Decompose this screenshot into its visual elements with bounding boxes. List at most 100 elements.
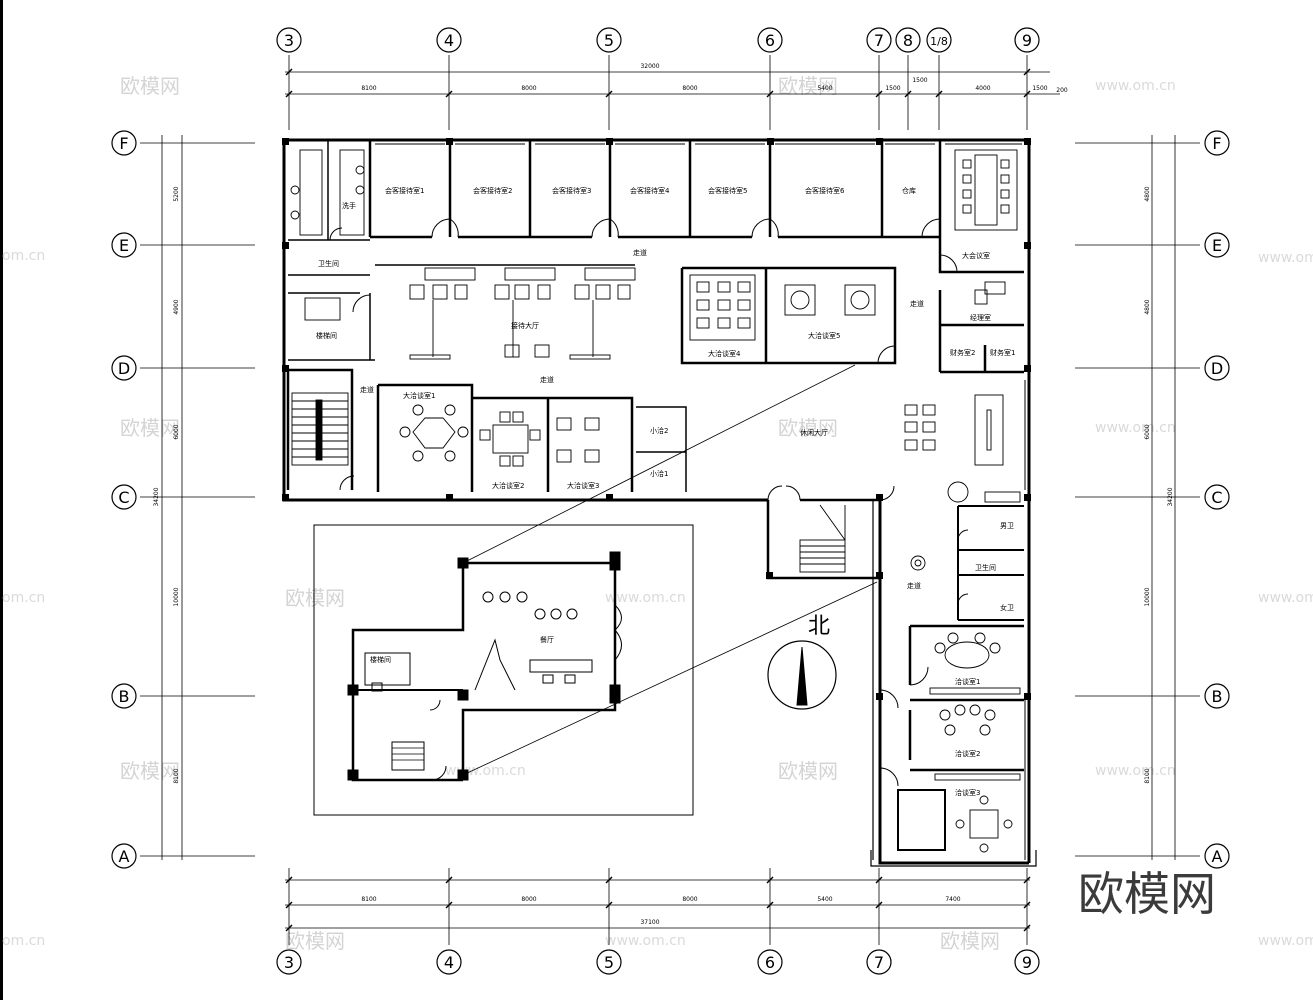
room-office4: 会客接待室4 [630, 186, 670, 195]
grid-row-C-right: C [1204, 484, 1230, 510]
watermarks: 欧模网 欧模网 www.om.cn www.om.cn om.cn 欧模网 欧模… [2, 74, 1313, 953]
room-discussion2: 洽谈室2 [955, 749, 980, 758]
dimension-texts: 32000 8100 8000 8000 5400 1500 1500 4000… [153, 63, 1174, 926]
svg-text:9: 9 [1022, 31, 1032, 50]
room-corridor-mid: 走道 [540, 375, 554, 384]
svg-text:9: 9 [1022, 953, 1032, 972]
stairs-lower [799, 504, 846, 573]
watermark-logo: 欧模网 [1078, 867, 1216, 921]
grid-col-7-bottom: 7 [866, 949, 892, 975]
svg-text:5400: 5400 [817, 85, 832, 92]
svg-text:5: 5 [604, 953, 614, 972]
svg-text:www.om.cn: www.om.cn [1258, 590, 1313, 606]
svg-text:www.om.cn: www.om.cn [605, 933, 686, 949]
grid-bubbles: 3 4 5 6 7 8 1/8 9 3 4 5 6 7 9 F E D C B … [111, 27, 1230, 975]
room-lobby: 接待大厅 [511, 321, 539, 330]
svg-text:D: D [118, 359, 130, 378]
svg-text:www.om.cn: www.om.cn [605, 590, 686, 606]
room-corridor-lower: 走道 [907, 581, 921, 590]
svg-text:4: 4 [444, 953, 454, 972]
room-discussion1: 洽谈室1 [955, 677, 980, 686]
furniture [290, 149, 1021, 853]
svg-text:8100: 8100 [1144, 768, 1151, 783]
room-wc-right: 卫生间 [975, 563, 996, 572]
grid-row-B-right: B [1204, 683, 1230, 709]
grid-row-B-left: B [111, 683, 137, 709]
svg-text:5400: 5400 [817, 896, 832, 903]
room-meet4: 大洽谈室4 [708, 349, 741, 358]
grid-col-1-8-top: 1/8 [926, 27, 952, 53]
svg-text:om.cn: om.cn [2, 590, 45, 606]
grid-col-6-bottom: 6 [757, 949, 783, 975]
svg-text:A: A [119, 847, 130, 866]
svg-text:8: 8 [903, 31, 913, 50]
north-arrow: 北 [767, 614, 837, 710]
room-stair: 楼梯间 [316, 331, 337, 340]
room-inset-hall: 餐厅 [540, 635, 554, 644]
grid-col-5-bottom: 5 [596, 949, 622, 975]
grid-col-7-top: 7 [866, 27, 892, 53]
svg-text:1500: 1500 [912, 77, 927, 84]
svg-text:4000: 4000 [975, 85, 990, 92]
room-corridor-left: 走道 [360, 385, 374, 394]
room-inset-stair: 楼梯间 [370, 655, 391, 664]
svg-text:34200: 34200 [153, 487, 160, 506]
svg-text:7400: 7400 [945, 896, 960, 903]
grid-col-3-top: 3 [276, 27, 302, 53]
svg-text:欧模网: 欧模网 [778, 759, 838, 783]
svg-text:8000: 8000 [682, 896, 697, 903]
svg-text:6000: 6000 [1144, 424, 1151, 439]
svg-text:8100: 8100 [173, 768, 180, 783]
grid-row-F-right: F [1204, 130, 1230, 156]
grid-col-9-bottom: 9 [1014, 949, 1040, 975]
room-wc-left: 卫生间 [318, 259, 339, 268]
room-rest-hall: 休闲大厅 [800, 428, 828, 437]
svg-text:F: F [119, 134, 128, 153]
room-finance1: 财务室2 [950, 348, 975, 357]
room-big-meeting: 大会议室 [962, 251, 990, 260]
svg-text:A: A [1212, 847, 1223, 866]
svg-text:7: 7 [874, 31, 884, 50]
room-female: 女卫 [1000, 603, 1014, 612]
svg-text:4800: 4800 [1144, 299, 1151, 314]
dim-bottom-total: 37100 [640, 919, 659, 926]
room-office2: 会客接待室2 [473, 186, 512, 195]
svg-text:200: 200 [1056, 87, 1068, 94]
walls [282, 138, 1037, 867]
grid-col-3-bottom: 3 [276, 949, 302, 975]
grid-extensions [140, 55, 1200, 945]
svg-text:1500: 1500 [1032, 85, 1047, 92]
svg-text:C: C [118, 488, 129, 507]
room-wash: 洗手 [342, 201, 356, 210]
svg-text:3: 3 [284, 953, 294, 972]
room-discussion3: 洽谈室3 [955, 788, 980, 797]
room-male: 男卫 [1000, 522, 1014, 530]
room-meet3: 大洽谈室3 [567, 481, 599, 490]
svg-text:om.cn: om.cn [2, 248, 45, 264]
room-office3: 会客接待室3 [552, 186, 591, 195]
room-office6: 会客接待室6 [805, 186, 845, 195]
grid-row-A-left: A [111, 843, 137, 869]
svg-text:www.om.cn: www.om.cn [1258, 250, 1313, 266]
dimension-ticks [285, 68, 1031, 932]
windows [375, 143, 1026, 860]
grid-col-5-top: 5 [596, 27, 622, 53]
svg-text:B: B [1212, 687, 1223, 706]
columns [282, 138, 1031, 700]
dim-top-total: 32000 [640, 63, 659, 70]
svg-text:欧模网: 欧模网 [778, 416, 838, 440]
room-finance2: 财务室1 [990, 348, 1015, 357]
room-warehouse: 仓库 [902, 186, 916, 195]
svg-text:4: 4 [444, 31, 454, 50]
svg-text:欧模网: 欧模网 [285, 929, 345, 953]
svg-text:7: 7 [874, 953, 884, 972]
dimension-lines [161, 71, 1176, 929]
grid-row-E-right: E [1204, 232, 1230, 258]
stairs-main [291, 392, 349, 466]
room-corridor-top: 走道 [633, 248, 647, 257]
svg-text:6: 6 [765, 953, 775, 972]
svg-text:www.om.cn: www.om.cn [1095, 763, 1176, 779]
svg-text:3: 3 [284, 31, 294, 50]
svg-text:34200: 34200 [1167, 487, 1174, 506]
grid-row-D-right: D [1204, 355, 1230, 381]
